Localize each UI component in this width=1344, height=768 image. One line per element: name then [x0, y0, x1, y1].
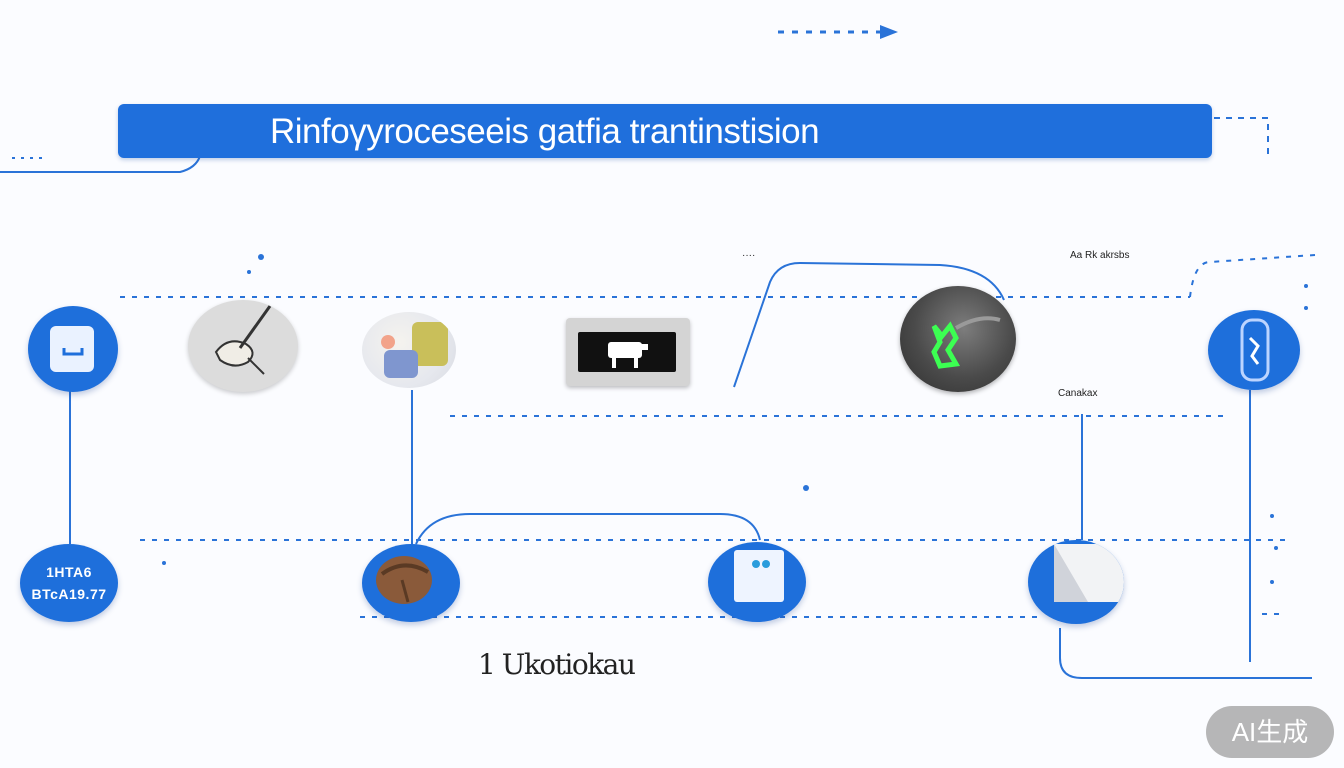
document-icon — [734, 550, 784, 602]
curve-bottom-right — [1059, 628, 1312, 679]
node-container[interactable] — [566, 318, 690, 386]
dot — [1270, 580, 1274, 584]
bottom-caption: 1 Ukotiokau — [478, 648, 636, 681]
phone-icon — [1240, 318, 1270, 382]
curve-lower — [415, 513, 761, 545]
label-top-right: Aa Rk akrsbs — [1070, 250, 1130, 261]
top-arrow-head — [880, 25, 898, 39]
label-top-center: ···· — [742, 250, 756, 261]
banner-left-link — [0, 155, 201, 173]
node-phone[interactable] — [1208, 310, 1300, 390]
node-text-line1: 1HTA6 — [46, 564, 92, 580]
banner-title: Rinfoγyroceseeis gatfia trantinstision — [270, 112, 820, 151]
curve-upper — [733, 261, 1005, 388]
hand-icon — [214, 305, 272, 375]
dot — [803, 485, 809, 491]
animal-icon — [608, 342, 648, 368]
container-screen — [578, 332, 676, 372]
node-cells[interactable] — [362, 312, 456, 388]
banner-right-link — [1214, 117, 1269, 160]
node-hand[interactable] — [188, 300, 298, 392]
node-bag[interactable] — [28, 306, 118, 392]
node-document[interactable] — [708, 542, 806, 622]
ai-generated-badge: AI生成 — [1206, 706, 1334, 758]
dot — [258, 254, 264, 260]
title-banner: Rinfoγyroceseeis gatfia trantinstision — [118, 104, 1212, 158]
folder-icon — [1054, 544, 1124, 602]
rail-top-right — [1189, 254, 1316, 298]
microbe-icon — [931, 316, 1001, 369]
pouch-icon — [376, 556, 432, 604]
dot — [1274, 546, 1278, 550]
node-data-text[interactable]: 1HTA6 BTcA19.77 — [20, 544, 118, 622]
cells-icon — [381, 322, 448, 378]
node-text-line2: BTcA19.77 — [31, 586, 107, 602]
node-pouch[interactable] — [362, 544, 460, 622]
bag-icon — [50, 326, 94, 372]
node-microbe[interactable] — [900, 286, 1016, 392]
dot — [162, 561, 166, 565]
label-right-node: Canakax — [1058, 388, 1098, 399]
dot — [1304, 284, 1308, 288]
dot — [1270, 514, 1274, 518]
dot — [1304, 306, 1308, 310]
dot — [247, 270, 251, 274]
node-folder[interactable] — [1028, 540, 1124, 624]
